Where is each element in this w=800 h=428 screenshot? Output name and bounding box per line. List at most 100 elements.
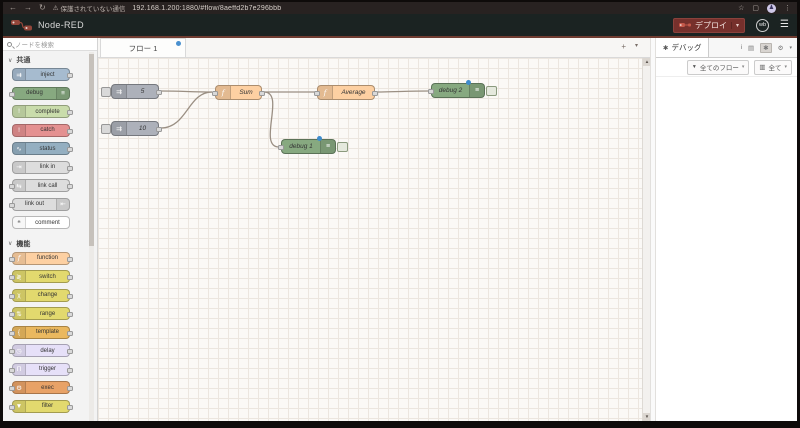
palette-node-comment[interactable]: ❝ comment [12, 216, 70, 229]
flow-canvas[interactable]: ⇉ 5 ⇉ 10 f Sum f A [98, 58, 650, 421]
palette-node-debug[interactable]: ≡ debug [9, 86, 70, 100]
output-port [67, 165, 73, 171]
palette-category-label: 共通 [16, 57, 31, 64]
node-label: debug 1 [289, 143, 313, 150]
output-port [67, 184, 73, 189]
security-badge[interactable]: ⚠ 保護されていない通信 [53, 3, 126, 13]
browser-profile-icon[interactable]: ♟ [767, 3, 776, 13]
deploy-dropdown-icon[interactable]: ▾ [731, 21, 739, 29]
url-field[interactable]: 192.168.1.200:1880/#flow/8aeffd2b7e296bb… [132, 4, 282, 12]
scroll-up-icon[interactable]: ▲ [643, 58, 650, 66]
complete-icon: ! [13, 106, 26, 117]
install-app-icon[interactable]: ▢ [752, 5, 759, 12]
inject-trigger-button[interactable] [101, 87, 111, 97]
input-port [9, 293, 15, 299]
wire-inject10-sum[interactable] [160, 91, 213, 129]
output-port[interactable] [372, 91, 378, 96]
palette-node-link-in[interactable]: ⇥ link in [12, 160, 73, 174]
browser-menu-icon[interactable]: ⋮ [784, 5, 791, 12]
palette-node-template[interactable]: { template [9, 325, 73, 339]
flow-list-button[interactable]: ▾ [634, 43, 638, 49]
output-port[interactable] [259, 91, 265, 96]
debug-toggle-button[interactable] [337, 142, 348, 152]
palette-node-range[interactable]: ⇅ range [9, 307, 73, 320]
palette-category-function[interactable]: ∨ 機能 [3, 235, 97, 252]
palette-search-input[interactable]: ノードを検索 [3, 38, 97, 51]
browser-forward-icon[interactable]: → [24, 3, 32, 12]
inject-icon: ⇉ [112, 85, 127, 98]
add-flow-button[interactable]: + [621, 42, 626, 51]
palette-category-label: 機能 [16, 240, 31, 248]
browser-reload-icon[interactable]: ↻ [39, 3, 46, 12]
sidebar-splitter[interactable] [650, 38, 656, 421]
workspace-tabbar: フロー 1 + ▾ [98, 38, 650, 58]
palette-node-inject[interactable]: ⇉ inject [12, 68, 73, 81]
debug-toggle-button[interactable] [486, 86, 497, 96]
input-port [9, 349, 15, 354]
flow-node-inject-5[interactable]: ⇉ 5 [101, 84, 162, 99]
flow-node-debug-2[interactable]: ≡ debug 2 [428, 80, 497, 98]
inject-icon: ⇉ [13, 69, 26, 80]
nodered-header: Node-RED デプロイ ▾ wb ☰ [3, 14, 797, 38]
inject-trigger-button[interactable] [101, 124, 111, 134]
sidebar-more-tabs-icon[interactable]: ▾ [789, 44, 792, 51]
palette-node-function[interactable]: f function [9, 251, 73, 265]
tab-debug[interactable]: ✱ デバッグ [656, 38, 710, 57]
input-port[interactable] [428, 89, 434, 94]
palette-scrollbar-thumb[interactable] [89, 54, 94, 246]
status-icon: ∿ [13, 143, 26, 154]
input-port [9, 367, 15, 373]
palette-node-status[interactable]: ∿ status [12, 142, 73, 155]
scroll-down-icon[interactable]: ▼ [643, 413, 650, 421]
config-gear-icon[interactable]: ⚙ [777, 44, 784, 52]
info-tab-icon[interactable]: i [740, 44, 743, 51]
flow-node-sum[interactable]: f Sum [212, 85, 265, 100]
app-title: Node-RED [38, 20, 84, 30]
wire-sum-debug1[interactable] [263, 91, 280, 148]
input-port[interactable] [278, 145, 284, 150]
palette-node-trigger[interactable]: Π trigger [9, 362, 73, 376]
debug-filter-button[interactable]: ▼ 全てのフロー ▾ [686, 59, 750, 75]
input-port[interactable] [314, 91, 320, 96]
main-menu-icon[interactable]: ☰ [780, 19, 789, 30]
output-port[interactable] [156, 127, 162, 132]
debug-clear-button[interactable]: ▥ 全て ▾ [754, 59, 792, 75]
wire-average-debug2[interactable] [376, 90, 430, 93]
input-port[interactable] [212, 91, 218, 96]
palette-node-label: complete [35, 108, 60, 115]
palette-node-catch[interactable]: ! catch [12, 123, 73, 137]
wire-inject5-sum[interactable] [160, 90, 213, 93]
browser-back-icon[interactable]: ← [9, 3, 17, 12]
palette-node-filter[interactable]: ▼ filter [9, 399, 73, 413]
deploy-button[interactable]: デプロイ ▾ [673, 17, 746, 33]
palette-node-change[interactable]: χ change [9, 288, 73, 302]
palette-node-delay[interactable]: ◷ delay [9, 344, 73, 357]
palette-scrollbar[interactable] [89, 52, 94, 421]
palette-category-common[interactable]: ∨ 共通 [3, 51, 97, 68]
input-port [9, 256, 15, 262]
debug-clear-label: 全て [768, 65, 782, 72]
bookmark-star-icon[interactable]: ☆ [738, 5, 745, 12]
switch-icon: ≷ [13, 271, 26, 282]
help-tab-icon[interactable]: ▤ [748, 44, 755, 52]
flow-node-inject-10[interactable]: ⇉ 10 [101, 121, 162, 136]
palette-node-link-out[interactable]: ⇤ link out [9, 197, 70, 211]
tab-flow-1[interactable]: フロー 1 [100, 38, 186, 57]
flow-node-average[interactable]: f Average [314, 85, 378, 100]
canvas-scrollbar[interactable]: ▲ ▼ [642, 58, 650, 421]
palette-node-exec[interactable]: ⚙ exec [9, 381, 73, 394]
user-avatar[interactable]: wb [756, 18, 770, 32]
debug-tab-icon[interactable]: ✱ [760, 42, 772, 53]
output-port [67, 386, 73, 391]
link-in-icon: ⇥ [13, 161, 26, 173]
output-port[interactable] [156, 90, 162, 95]
palette-node-label: status [39, 145, 56, 152]
flow-node-debug-1[interactable]: ≡ debug 1 [278, 136, 348, 154]
palette-node-label: link in [39, 164, 56, 170]
output-port [67, 367, 73, 373]
output-port [67, 404, 73, 410]
palette-node-switch[interactable]: ≷ switch [9, 270, 73, 283]
palette-node-complete[interactable]: ! complete [12, 105, 73, 118]
palette-node-link-call[interactable]: ⇆ link call [9, 179, 73, 192]
output-port [67, 293, 73, 299]
